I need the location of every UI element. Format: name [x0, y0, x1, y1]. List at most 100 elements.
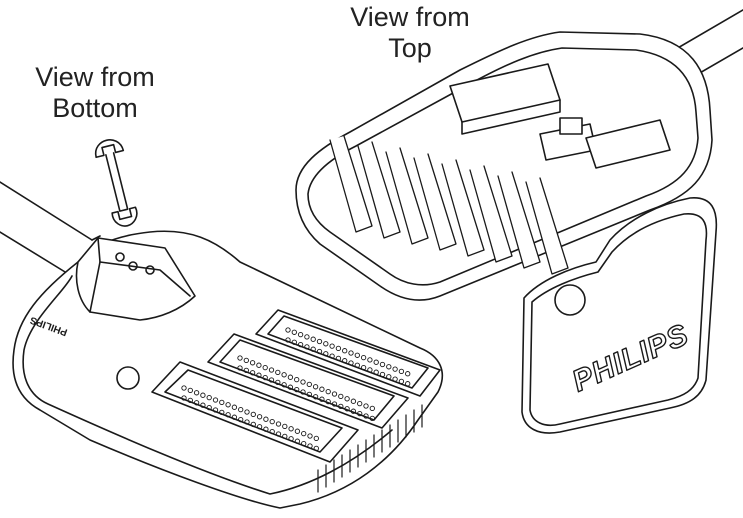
led-dot [193, 390, 200, 396]
led-dot [348, 360, 354, 366]
led-dot [294, 376, 300, 383]
led-dot [335, 345, 342, 352]
led-dot [212, 407, 219, 413]
led-dot [354, 362, 360, 368]
led-dot [316, 348, 323, 355]
led-dot [392, 376, 398, 382]
led-dot [301, 440, 307, 447]
led-dot [275, 369, 281, 376]
led-dot [398, 378, 405, 385]
led-dot [206, 394, 212, 401]
led-dot [263, 426, 269, 432]
led-dot [275, 431, 282, 437]
wrench-icon [94, 139, 138, 227]
led-dot [268, 377, 275, 383]
led-dot [287, 374, 294, 380]
led-dot [249, 360, 256, 366]
mounting-block [75, 237, 196, 321]
led-dot [263, 416, 269, 422]
led-dot [291, 339, 297, 345]
led-dot [297, 341, 304, 348]
led-dot [363, 413, 369, 419]
led-dot [250, 421, 256, 428]
led-dot [219, 399, 225, 406]
led-dot [256, 424, 263, 430]
heatsink-plate [357, 141, 401, 239]
led-dot [304, 344, 310, 350]
led-dot [294, 386, 300, 393]
led-dot [405, 381, 411, 387]
led-dot [237, 365, 243, 371]
heatsink-plate [385, 147, 429, 245]
cover-plate: PHILIPS [521, 197, 718, 434]
heatsink-plate [525, 177, 569, 275]
top-view-label-line1: View from [350, 2, 470, 32]
led-dot [238, 416, 244, 423]
led-dot [405, 371, 411, 377]
led-dot [350, 408, 357, 414]
luminaire-bottom-view: PHILIPS [0, 181, 444, 509]
led-dot [262, 364, 268, 371]
led-dot [244, 409, 250, 415]
led-dot [313, 445, 319, 452]
led-dot [373, 369, 379, 375]
led-dot [281, 382, 287, 388]
led-dot [225, 402, 231, 408]
led-dot [238, 406, 244, 413]
bolt [115, 252, 125, 262]
led-dot [249, 370, 256, 376]
bolt [128, 261, 138, 271]
led-dot [294, 438, 301, 444]
led-dot [329, 343, 335, 349]
led-dot [338, 393, 344, 400]
led-dot [269, 428, 275, 435]
led-dot [256, 414, 263, 420]
led-dot [200, 392, 206, 398]
led-dot [310, 346, 316, 352]
led-dot [319, 386, 325, 392]
bottom-view-label-line2: Bottom [52, 93, 138, 123]
heatsink-plate [413, 153, 457, 251]
led-dot [219, 409, 225, 416]
heatsink-plate [497, 171, 541, 269]
led-dot [316, 338, 323, 345]
led-dot [187, 397, 193, 404]
bottom-view-label-line1: View from [35, 62, 155, 92]
led-dot [237, 355, 243, 361]
led-dot [200, 402, 206, 408]
led-dot [386, 374, 392, 380]
led-dot [344, 406, 350, 412]
led-dot [392, 366, 398, 372]
led-dot [325, 398, 331, 405]
led-dot [297, 331, 304, 338]
led-dot [231, 404, 238, 410]
led-dot [363, 403, 369, 409]
led-dot [360, 364, 367, 371]
led-dot [373, 359, 379, 365]
cover-sensor [554, 284, 586, 316]
led-dot [335, 355, 342, 362]
led-dot [281, 372, 287, 378]
led-dot [269, 418, 275, 425]
led-dot [312, 394, 319, 400]
led-dot [331, 401, 338, 407]
led-dot [231, 414, 238, 420]
led-dot [360, 354, 367, 361]
led-dot [250, 411, 256, 418]
led-dot [369, 415, 375, 422]
led-dot [288, 436, 294, 442]
led-dot [379, 361, 386, 368]
led-dot [307, 433, 313, 439]
led-dot [306, 381, 312, 388]
led-dot [379, 371, 386, 378]
led-module [151, 361, 359, 463]
led-dot [193, 400, 200, 406]
led-dot [319, 396, 325, 402]
led-dot [225, 412, 231, 418]
led-dot [275, 379, 281, 386]
led-dot [282, 433, 288, 440]
heatsink-plate [329, 135, 373, 233]
led-dot [367, 367, 373, 373]
led-dot [287, 384, 294, 390]
